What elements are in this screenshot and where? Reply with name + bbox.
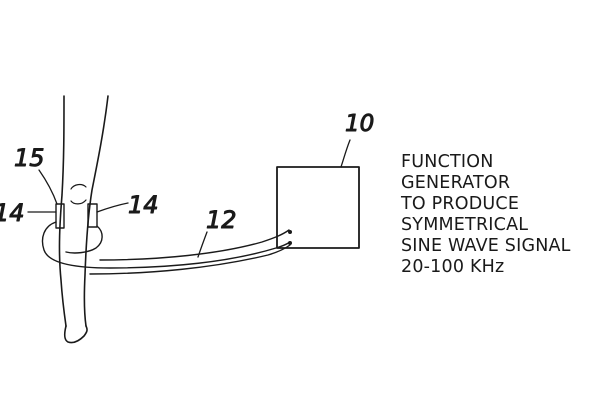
electrode-leads — [41, 221, 291, 275]
leg-outline — [58, 95, 109, 344]
lead-inner — [65, 225, 103, 254]
electrode-right — [87, 203, 98, 228]
knee-cap-top — [70, 183, 87, 190]
ref-numeral-12: 12 — [206, 206, 237, 234]
caption-line: FUNCTION — [401, 152, 494, 172]
lead-outer — [41, 221, 291, 269]
caption-line: SYMMETRICAL — [401, 215, 529, 235]
electrode-left — [55, 203, 65, 229]
ref-numeral-15: 15 — [14, 144, 45, 172]
knee-cap — [70, 183, 87, 205]
leader-10 — [340, 139, 351, 168]
ref-numeral-14-left: 14 — [0, 199, 25, 227]
electrode-pad-right — [87, 203, 98, 228]
caption-line: SINE WAVE SIGNAL — [401, 236, 571, 256]
leader-15 — [38, 169, 58, 205]
leader-lines — [27, 139, 351, 258]
terminal-upper — [288, 230, 292, 234]
caption-line: TO PRODUCE — [401, 194, 520, 214]
generator-caption: FUNCTION GENERATOR TO PRODUCE SYMMETRICA… — [401, 152, 606, 278]
terminal-lower — [288, 241, 292, 245]
leader-12 — [197, 231, 208, 258]
leader-14-right — [96, 202, 129, 213]
caption-line: 20-100 KHz — [401, 257, 505, 277]
knee-cap-bottom — [70, 199, 87, 205]
function-generator-box — [276, 166, 360, 249]
leg-left-contour — [58, 95, 67, 327]
electrode-pad-left — [55, 203, 65, 229]
ref-numeral-10: 10 — [345, 111, 374, 137]
lead-to-generator — [99, 229, 290, 261]
caption-line: GENERATOR — [401, 173, 511, 193]
lead-inner-continuation — [89, 244, 291, 275]
ref-numeral-14-right: 14 — [128, 191, 159, 219]
foot — [63, 325, 88, 344]
